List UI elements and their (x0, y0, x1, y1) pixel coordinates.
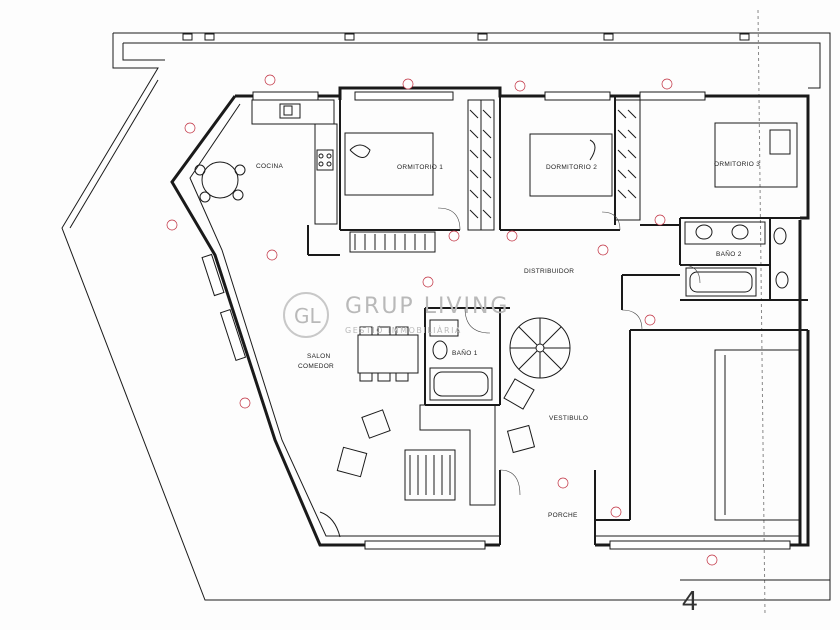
room-label-comedor: COMEDOR (298, 363, 334, 370)
spiral-staircase (509, 317, 571, 379)
room-label-salon: SALON (307, 353, 331, 360)
room-label-cocina: COCINA (256, 163, 283, 170)
terrace-outline (61, 9, 831, 616)
room-label-distribuidor: DISTRIBUIDOR (524, 268, 574, 275)
beds (344, 122, 798, 197)
room-label-bano-2: BAÑO 2 (716, 249, 742, 258)
room-label-bano-1: BAÑO 1 (452, 348, 478, 357)
windows (201, 91, 791, 550)
level-markers (166, 74, 718, 566)
room-label-dormitorio-3: ORMITORIO 3 (714, 161, 760, 168)
kitchen-fixtures (194, 99, 338, 225)
room-label-dormitorio-2: DORMITORIO 2 (546, 164, 597, 171)
sheet-number: 4 (682, 585, 698, 616)
sheet-corner: 4 (680, 579, 830, 616)
room-label-vestibulo: VESTIBULO (549, 415, 588, 422)
terrace-posts (182, 33, 750, 41)
bathroom-fixtures (429, 221, 789, 401)
watermark-tagline: GESTIÓ IMMOBILIÀRIA (345, 324, 462, 335)
living-furniture (319, 326, 801, 538)
wardrobes (349, 99, 641, 253)
watermark: GL GRUP LIVING GESTIÓ IMMOBILIÀRIA (283, 292, 509, 338)
watermark-logo-letters: GL (294, 304, 321, 328)
room-label-dormitorio-1: ORMITORIO 1 (397, 164, 443, 171)
room-label-porche: PORCHE (548, 512, 578, 519)
door-swings (437, 207, 701, 496)
room-labels: COCINA ORMITORIO 1 DORMITORIO 2 ORMITORI… (256, 161, 760, 519)
watermark-brand: GRUP LIVING (345, 294, 509, 319)
